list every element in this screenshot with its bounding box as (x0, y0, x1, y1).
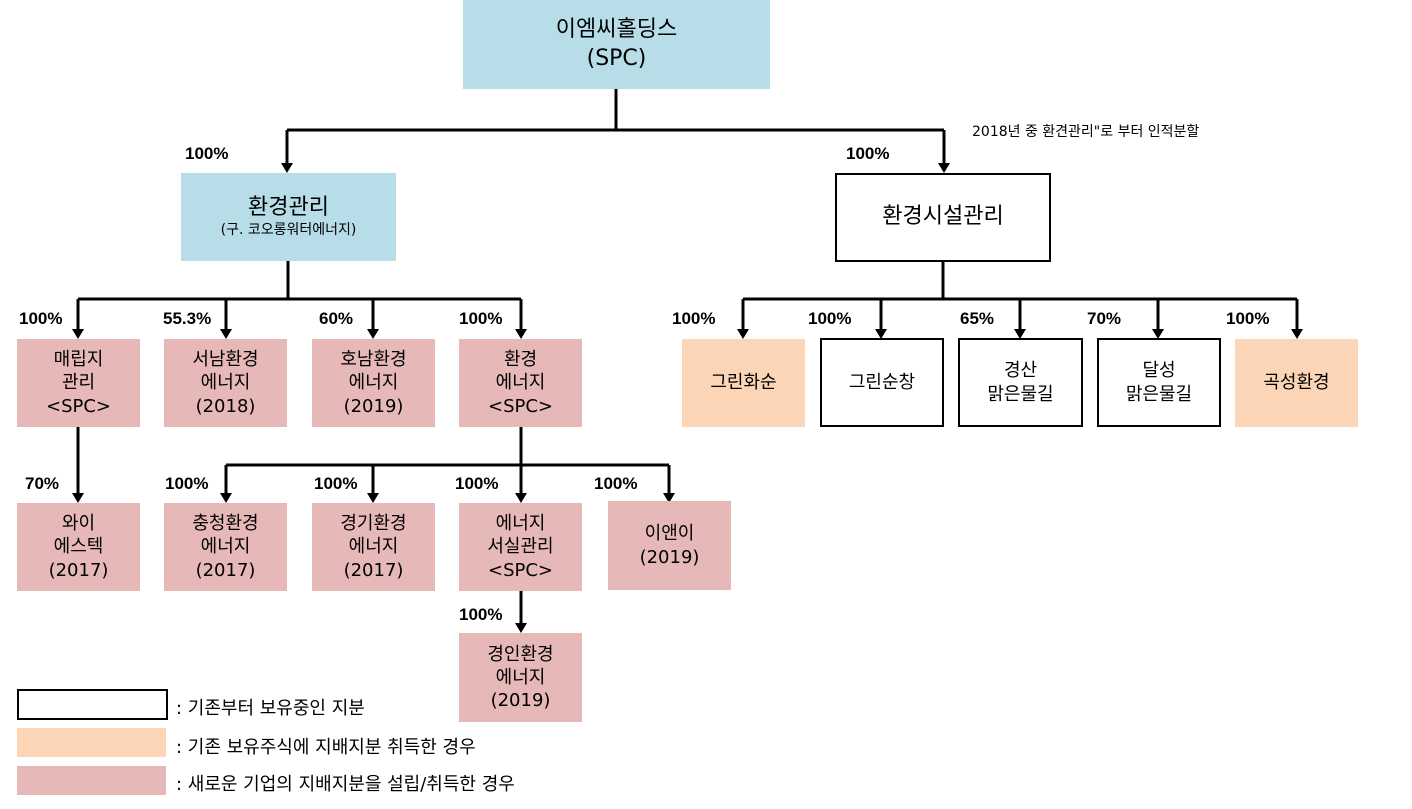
pct-gyeongsan: 65% (960, 309, 995, 328)
node-label: 에스텍 (53, 536, 104, 558)
node-label: 서실관리 (487, 536, 554, 558)
node-label: 에너지 (495, 372, 546, 394)
node-label: 에너지 (200, 372, 251, 394)
legend-label-acquired: : 기존 보유주식에 지배지분 취득한 경우 (176, 737, 476, 758)
legend-label-new: : 새로운 기업의 지배지분을 설립/취득한 경우 (176, 774, 515, 795)
node-label: 에너지 (200, 536, 251, 558)
node-label: 에너지 (348, 372, 399, 394)
node-label: 매립지 (53, 349, 104, 371)
node-label: (2017) (343, 559, 404, 581)
node-wy-estech: 와이 에스텍 (2017) (17, 503, 140, 591)
node-label: <SPC> (487, 395, 553, 417)
pct-gyeongin: 100% (459, 605, 503, 624)
node-label: 달성 (1142, 360, 1176, 382)
pct-env-mgmt: 100% (185, 144, 229, 163)
node-green-sunchang: 그린순창 (820, 338, 944, 427)
node-seonam: 서남환경 에너지 (2018) (164, 339, 287, 427)
node-label: 에너지 (348, 536, 399, 558)
pct-landfill: 100% (19, 309, 63, 328)
node-label: 이앤이 (644, 523, 695, 545)
node-label: <SPC> (487, 559, 553, 581)
node-gyeongsan: 경산 맑은물길 (958, 338, 1083, 427)
node-label: (2019) (490, 690, 551, 712)
pct-gyeonggi: 100% (314, 474, 358, 493)
pct-seonam: 55.3% (163, 309, 212, 328)
legend-swatch-acquired (17, 728, 166, 757)
pct-honam: 60% (319, 309, 354, 328)
pct-wy-estech: 70% (25, 474, 60, 493)
node-gokseong: 곡성환경 (1235, 339, 1358, 427)
node-label: 환경시설관리 (882, 204, 1004, 230)
node-label: 에너지 (495, 666, 546, 688)
pct-green-sunchang: 100% (808, 309, 852, 328)
node-label: 경산 (1003, 360, 1038, 382)
pct-green-hwasun: 100% (672, 309, 716, 328)
node-env-energy: 환경 에너지 <SPC> (459, 339, 582, 427)
node-label: 그린화순 (710, 372, 777, 394)
pct-chungcheong: 100% (165, 474, 209, 493)
node-label: 경기환경 (340, 513, 407, 535)
node-label: 곡성환경 (1263, 372, 1330, 394)
node-chungcheong: 충청환경 에너지 (2017) (164, 503, 287, 591)
legend-label-existing: : 기존부터 보유중인 지분 (176, 698, 365, 719)
node-label: 환경관리 (248, 194, 329, 220)
node-sublabel: (구. 코오롱워터에너지) (220, 222, 357, 239)
node-label: (2017) (48, 559, 109, 581)
node-landfill: 매립지 관리 <SPC> (17, 339, 140, 427)
pct-dalseong: 70% (1087, 309, 1122, 328)
node-label: (SPC) (586, 45, 647, 71)
node-label: (2019) (639, 546, 700, 568)
node-label: 맑은물길 (987, 383, 1054, 405)
node-label: 환경 (503, 349, 538, 371)
node-label: 호남환경 (340, 349, 407, 371)
node-dalseong: 달성 맑은물길 (1097, 338, 1221, 427)
node-green-hwasun: 그린화순 (682, 339, 805, 427)
node-label: 와이 (61, 513, 96, 535)
legend-swatch-existing (17, 689, 168, 720)
node-label: 그린순창 (848, 371, 916, 393)
node-label: <SPC> (45, 395, 111, 417)
node-label: (2017) (195, 559, 256, 581)
node-label: (2019) (343, 395, 404, 417)
pct-gokseong: 100% (1226, 309, 1270, 328)
node-label: 서남환경 (192, 349, 259, 371)
node-env-facility: 환경시설관리 (835, 173, 1051, 262)
node-gyeonggi: 경기환경 에너지 (2017) (312, 503, 435, 591)
node-label: 이엠씨홀딩스 (555, 17, 678, 43)
legend-swatch-new (17, 766, 166, 795)
node-label: 에너지 (495, 513, 546, 535)
node-label: 맑은물길 (1125, 383, 1193, 405)
node-label: 관리 (61, 372, 96, 394)
node-energy-facility: 에너지 서실관리 <SPC> (459, 503, 582, 591)
pct-ieni: 100% (594, 474, 638, 493)
node-label: 충청환경 (192, 513, 259, 535)
node-gyeongin: 경인환경 에너지 (2019) (459, 633, 582, 722)
pct-energy-facility: 100% (455, 474, 499, 493)
node-env-mgmt: 환경관리 (구. 코오롱워터에너지) (181, 173, 396, 261)
node-label: (2018) (195, 395, 256, 417)
node-emc-holdings: 이엠씨홀딩스 (SPC) (463, 0, 770, 89)
spinoff-note: 2018년 중 환견관리"로 부터 인적분할 (972, 124, 1200, 140)
node-ieni: 이앤이 (2019) (608, 501, 731, 590)
node-label: 경인환경 (487, 643, 554, 665)
node-honam: 호남환경 에너지 (2019) (312, 339, 435, 427)
pct-env-energy: 100% (459, 309, 503, 328)
pct-env-facility: 100% (846, 144, 890, 163)
